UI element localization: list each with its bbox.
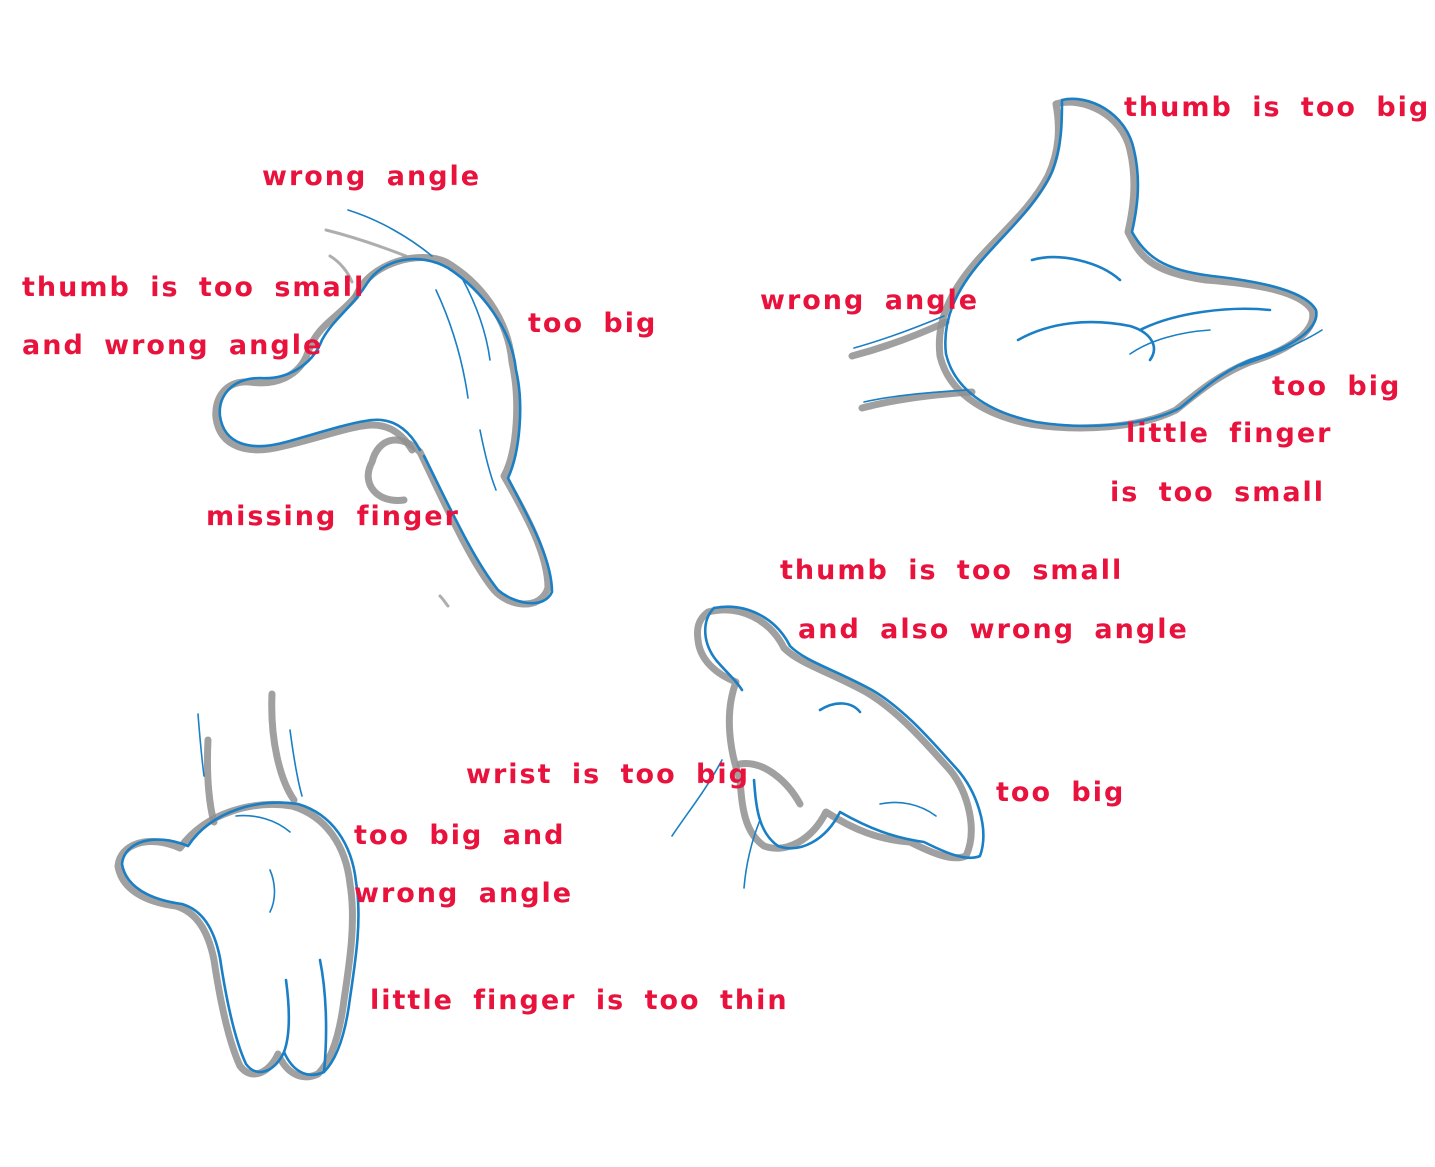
annotation-hand2-wrong-angle: wrong angle <box>760 285 980 316</box>
annotation-hand4-little-finger: little finger is too thin <box>370 985 789 1016</box>
annotation-hand2-thumb-too-big: thumb is too big <box>1124 92 1431 123</box>
annotation-hand1-missing-finger: missing finger <box>206 501 460 532</box>
annotation-hand4-line1: too big and <box>354 820 566 851</box>
annotation-hand2-too-big: too big <box>1272 371 1402 402</box>
annotation-hand1-too-big: too big <box>528 308 658 339</box>
annotation-hand2-little-finger-line1: little finger <box>1126 418 1333 449</box>
annotation-hand1-thumb-line2: and wrong angle <box>22 330 324 361</box>
annotation-hand3-thumb-line1: thumb is too small <box>780 555 1124 586</box>
annotation-hand4-line2: wrong angle <box>354 878 574 909</box>
annotation-hand1-thumb-line1: thumb is too small <box>22 272 366 303</box>
hand-sketch-1 <box>212 209 554 608</box>
annotation-hand3-thumb-line2: and also wrong angle <box>798 614 1189 645</box>
annotation-hand1-wrong-angle: wrong angle <box>262 161 482 192</box>
annotation-hand2-little-finger-line2: is too small <box>1110 477 1326 508</box>
annotation-hand3-wrist: wrist is too big <box>466 759 750 790</box>
hand-sketch-4 <box>114 690 360 1081</box>
hand-sketch-2 <box>848 97 1323 432</box>
hand-sketch-3 <box>671 605 985 889</box>
annotation-hand3-too-big: too big <box>996 777 1126 808</box>
